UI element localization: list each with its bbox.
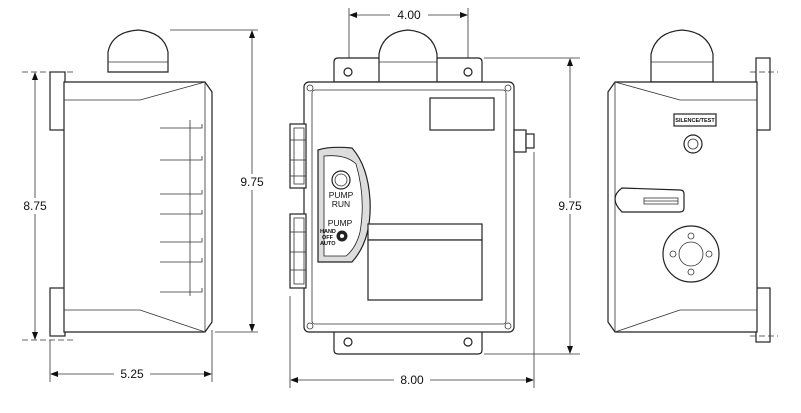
dim-label-9-75-left: 9.75 (240, 175, 264, 189)
front-display-window-lower (367, 239, 483, 301)
front-hinges (289, 123, 307, 289)
dim-label-9-75-right: 9.75 (558, 199, 582, 213)
front-bottom-mount-tab (333, 327, 483, 355)
silence-test-label: SILENCE/TEST (675, 118, 715, 124)
right-conduit-flange (662, 225, 720, 283)
front-view: 4.00 (289, 7, 587, 388)
left-top-flange (49, 71, 66, 131)
dim-label-8-00: 8.00 (400, 373, 424, 387)
dim-label-5-25: 5.25 (120, 367, 144, 381)
pump-run-label-1: PUMP (329, 190, 354, 200)
silence-test-button[interactable] (683, 134, 703, 154)
front-display-window-upper (367, 223, 483, 241)
right-top-flange (755, 57, 771, 131)
switch-hand-label: HAND (320, 229, 336, 235)
pump-run-label-2: RUN (332, 199, 350, 209)
front-beacon-dome (378, 29, 438, 83)
right-side-bracket (614, 187, 685, 213)
left-bottom-flange (49, 287, 66, 337)
right-bottom-flange (755, 287, 771, 343)
silence-test-label-plate (673, 113, 717, 127)
pump-switch-title: PUMP (328, 218, 353, 228)
dim-label-8-75: 8.75 (23, 199, 47, 213)
left-latches (160, 120, 203, 296)
front-side-connector (513, 129, 527, 153)
switch-auto-label: AUTO (320, 241, 336, 247)
left-beacon-dome (107, 29, 169, 73)
front-nameplate (429, 97, 495, 131)
switch-off-label: OFF (322, 235, 334, 241)
right-beacon-dome (650, 29, 714, 83)
left-side-view: 8.75 9.75 5.25 (16, 29, 270, 382)
right-side-view: SILENCE/TEST (607, 29, 778, 343)
dim-label-4-00: 4.00 (397, 8, 421, 22)
